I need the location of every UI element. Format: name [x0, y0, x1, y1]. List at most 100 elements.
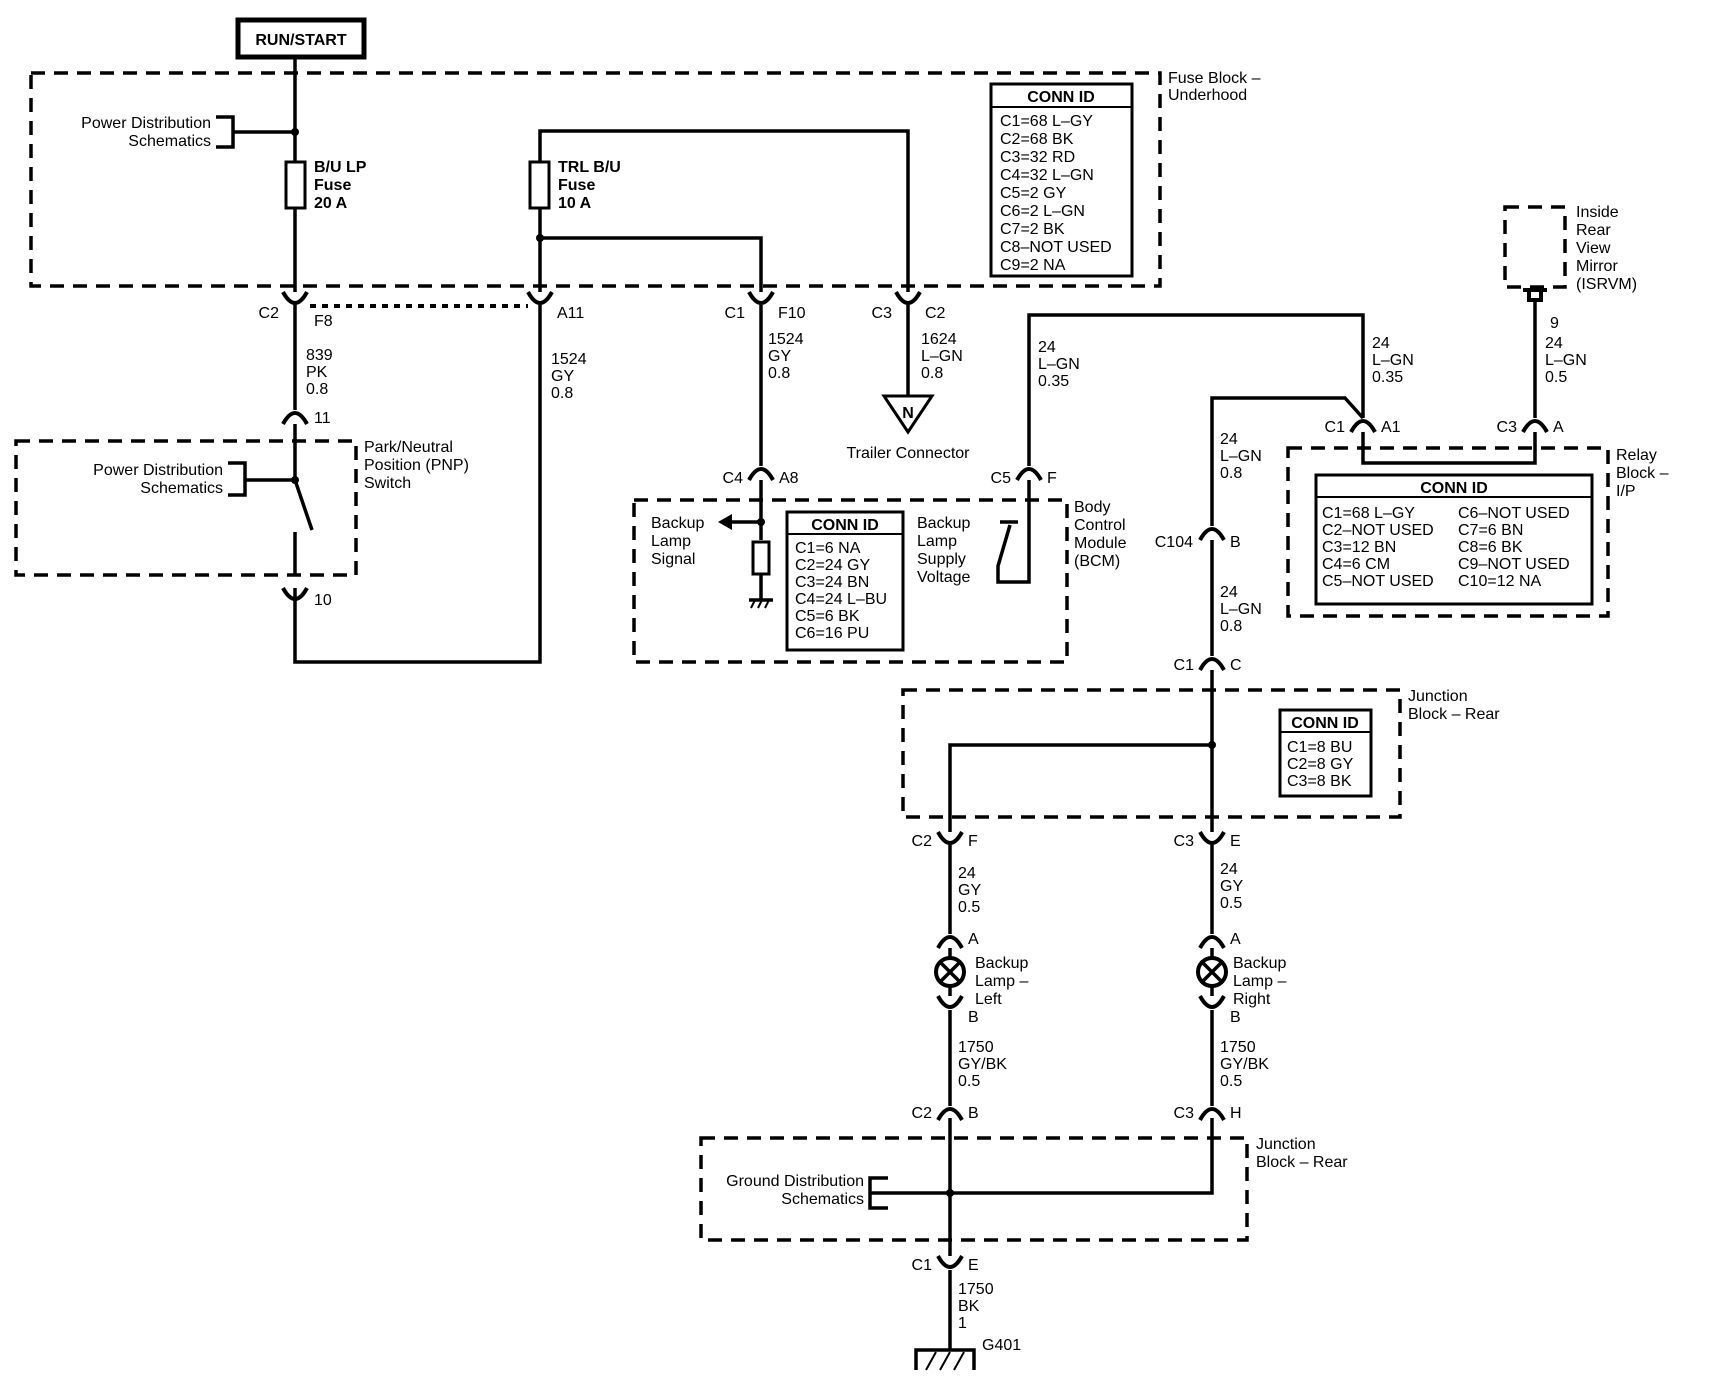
- fuse-block-conn-id-table: CONN ID C1=68 L–GY C2=68 BK C3=32 RD C4=…: [989, 82, 1134, 278]
- power-distribution-1-line1: Power Distribution: [81, 115, 211, 132]
- run-start-label: RUN/START: [255, 32, 346, 49]
- trl-bu-fuse-line1: TRL B/U: [558, 159, 621, 176]
- pin-jb-c3-e: [1198, 830, 1226, 845]
- pin-label: F8: [314, 313, 333, 330]
- pin-label: A: [1230, 931, 1241, 948]
- wire-size: 0.8: [1220, 618, 1242, 635]
- wire-size: 0.8: [1220, 465, 1242, 482]
- bu-lp-fuse-line2: Fuse: [314, 177, 351, 194]
- lamp-left-label: Lamp –: [975, 973, 1028, 990]
- pin-c104-b: [1198, 527, 1226, 542]
- pin-label: C1: [1174, 657, 1195, 674]
- bcm-label: Body: [1074, 499, 1110, 516]
- junction-conn-row: C1=8 BU: [1287, 739, 1352, 756]
- relay-block-label: Relay: [1616, 447, 1657, 464]
- relay-conn-row: C2–NOT USED: [1322, 522, 1434, 539]
- wire-circuit: 24: [1220, 861, 1238, 878]
- pin-label: C1: [725, 305, 746, 322]
- bcm-supply-label: Voltage: [917, 569, 970, 586]
- wire-color: GY/BK: [958, 1056, 1007, 1073]
- wire-size: 0.35: [1038, 373, 1069, 390]
- fuse-conn-title: CONN ID: [1027, 89, 1095, 106]
- wire-circuit: 1624: [921, 331, 957, 348]
- pin-label: B: [1230, 1009, 1241, 1026]
- pnp-label: Switch: [364, 475, 411, 492]
- trl-bu-fuse-line2: Fuse: [558, 177, 595, 194]
- pin-9: [1523, 288, 1547, 302]
- bcm-label: (BCM): [1074, 553, 1120, 570]
- bcm-conn-row: C2=24 GY: [795, 557, 870, 574]
- relay-conn-row: C7=6 BN: [1458, 522, 1523, 539]
- wire-circuit: 1750: [1220, 1039, 1256, 1056]
- wire-size: 0.5: [958, 1073, 980, 1090]
- run-start-box: RUN/START: [235, 17, 367, 60]
- pin-c1-f10: [747, 290, 775, 305]
- pin-jb2-c2-b: [936, 1107, 964, 1122]
- pin-label: C1: [1325, 419, 1346, 436]
- bcm-supply-label: Supply: [917, 551, 966, 568]
- pin-labels: C2 F8 A11 C1 F10 C3 C2 11 10 C4 A8 C5 F …: [259, 305, 1564, 1274]
- bu-lp-fuse-symbol: [284, 160, 307, 210]
- bcm-conn-row: C3=24 BN: [795, 574, 869, 591]
- isrvm-label: Rear: [1576, 222, 1611, 239]
- fuse-conn-row: C1=68 L–GY: [1000, 113, 1093, 130]
- pin-label: F10: [778, 305, 806, 322]
- pin-c2-f8: [281, 290, 309, 305]
- junction-conn-id-table: CONN ID C1=8 BU C2=8 GY C3=8 BK: [1278, 708, 1373, 798]
- fuse-conn-row: C8–NOT USED: [1000, 239, 1112, 256]
- pin-label: 9: [1550, 315, 1559, 332]
- junction-conn-row: C3=8 BK: [1287, 773, 1352, 790]
- pnp-power-distribution: Power Distribution: [93, 462, 223, 479]
- pin-label: C3: [1174, 833, 1195, 850]
- bcm-label: Module: [1074, 535, 1127, 552]
- fuse-conn-row: C6=2 L–GN: [1000, 203, 1085, 220]
- pin-jb-c2-f: [936, 830, 964, 845]
- fuse-conn-row: C9=2 NA: [1000, 257, 1066, 274]
- pin-label: A11: [557, 305, 584, 322]
- lamp-left-label: Backup: [975, 955, 1028, 972]
- pin-c5-f: [1015, 467, 1043, 482]
- fuse-block-underhood: Fuse Block – Underhood Power Distributio…: [29, 70, 1261, 288]
- pin-label: C1: [912, 1257, 933, 1274]
- relay-block-ip: Relay Block – I/P CONN ID C1=68 L–GY C2–…: [1286, 432, 1669, 618]
- pin-label: C3: [1497, 419, 1518, 436]
- pin-label: B: [968, 1009, 979, 1026]
- relay-conn-id-table: CONN ID C1=68 L–GY C2–NOT USED C3=12 BN …: [1314, 473, 1594, 606]
- fuse-conn-row: C5=2 GY: [1000, 185, 1067, 202]
- bcm-supply-label: Lamp: [917, 533, 957, 550]
- chassis-ground-icon: [750, 599, 770, 609]
- wire-color: GY: [551, 368, 574, 385]
- junction-block-1-label: Junction: [1408, 688, 1468, 705]
- bcm-conn-title: CONN ID: [811, 517, 879, 534]
- signal-arrow-icon: [718, 514, 732, 530]
- wire-color: GY: [768, 348, 791, 365]
- wire-size: 0.5: [1220, 1073, 1242, 1090]
- bcm-supply-label: Backup: [917, 515, 970, 532]
- wire-circuit: 24: [1372, 335, 1390, 352]
- pin-relay-c3-a: [1521, 419, 1549, 434]
- wires: [293, 57, 1537, 1350]
- pin-10: [281, 586, 309, 601]
- relay-conn-row: C6–NOT USED: [1458, 505, 1570, 522]
- isrvm-label: View: [1576, 240, 1611, 257]
- wire-color: L–GN: [1545, 352, 1587, 369]
- lamp-right-label: Right: [1233, 991, 1271, 1008]
- pin-label: A: [1553, 419, 1564, 436]
- ground-distribution-label: Ground Distribution: [726, 1173, 864, 1190]
- pin-label: C5: [991, 470, 1012, 487]
- relay-conn-row: C1=68 L–GY: [1322, 505, 1415, 522]
- lamp-right-label: Lamp –: [1233, 973, 1286, 990]
- pnp-outline: [14, 439, 358, 577]
- relay-block-outline: [1286, 446, 1610, 618]
- wire-circuit: 1750: [958, 1281, 994, 1298]
- trl-bu-fuse-line3: 10 A: [558, 195, 592, 212]
- wire-size: 0.8: [921, 365, 943, 382]
- pin-c4-a8: [747, 467, 775, 482]
- wire-color: GY: [958, 882, 981, 899]
- pin-label: C2: [912, 833, 933, 850]
- trailer-symbol: N: [902, 405, 914, 422]
- backup-lamp-left: Backup Lamp – Left: [934, 948, 1028, 1008]
- wire-circuit: 1524: [768, 331, 804, 348]
- relay-block-label: Block –: [1616, 465, 1669, 482]
- trailer-connector-icon: [881, 394, 935, 435]
